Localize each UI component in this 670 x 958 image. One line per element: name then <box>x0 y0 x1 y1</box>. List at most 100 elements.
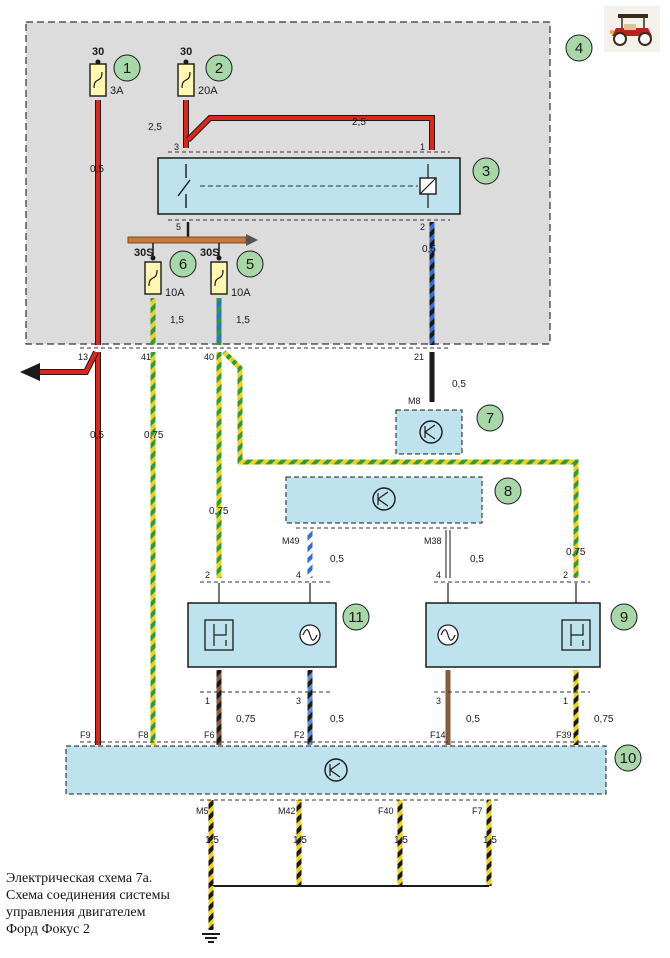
c9-pin-3: 3 <box>436 696 441 706</box>
module-8: M49 M38 <box>282 476 483 546</box>
diagram-caption: Электрическая схема 7а. Схема соединения… <box>6 870 216 938</box>
badge-9: 9 <box>610 603 638 631</box>
relay-module: 3 1 5 2 <box>157 142 461 232</box>
arrow-left-icon <box>20 363 40 381</box>
fuse-2-rating: 20A <box>198 85 218 97</box>
wire-40-to-9 <box>222 350 579 578</box>
badge-2: 2 <box>205 54 233 82</box>
badge-2-label: 2 <box>215 60 223 77</box>
fuse-5-supply: 30S <box>200 247 220 259</box>
ecu-pin-f40: F40 <box>378 806 394 816</box>
wire-size: 1,5 <box>205 835 219 846</box>
badge-6-label: 6 <box>179 256 187 273</box>
badge-11: 11 <box>342 603 370 631</box>
wire-size: 0,5 <box>90 164 104 175</box>
transistor-icon <box>324 758 348 782</box>
wire-size: 0,75 <box>236 714 256 725</box>
wire-size: 0,75 <box>144 430 164 441</box>
module-7: M8 <box>395 396 463 455</box>
ecu-pin-f6: F6 <box>204 730 215 740</box>
fuse-5-rating: 10A <box>231 287 251 299</box>
c11-pin-4: 4 <box>296 570 301 580</box>
wire-size: 1,5 <box>293 835 307 846</box>
fuse-1-supply: 30 <box>92 46 104 58</box>
wire-size: 1,5 <box>236 315 250 326</box>
badge-3: 3 <box>472 157 500 185</box>
badge-7-label: 7 <box>486 410 494 427</box>
wire-size: 0,5 <box>330 554 344 565</box>
vintage-car-logo <box>604 6 660 52</box>
fuse-2-supply: 30 <box>180 46 192 58</box>
badge-4: 4 <box>565 34 593 62</box>
pin-13: 13 <box>78 352 88 362</box>
c9-pin-2: 2 <box>563 570 568 580</box>
wire-size: 0,5 <box>330 714 344 725</box>
module-9: 4 2 3 1 <box>425 570 601 706</box>
badge-10-label: 10 <box>620 750 637 767</box>
fuse-6: 30S 10A <box>134 247 185 299</box>
pin-41: 41 <box>141 352 151 362</box>
wire-size: 1,5 <box>394 835 408 846</box>
c11-pin-1: 1 <box>205 696 210 706</box>
fuse-6-supply: 30S <box>134 247 154 259</box>
module-11: 2 4 1 3 <box>187 570 337 706</box>
pin-40: 40 <box>204 352 214 362</box>
wire-ground <box>208 800 492 930</box>
caption-line: Электрическая схема 7а. <box>6 871 153 886</box>
wire-size: 0,5 <box>90 430 104 441</box>
fuse-5: 30S 10A <box>200 247 251 299</box>
fuse-2: 30 20A <box>177 46 218 97</box>
wire-size: 1,5 <box>483 835 497 846</box>
wire-fuse2-relay1 <box>185 115 435 150</box>
ecu-pin-f14: F14 <box>430 730 446 740</box>
fuse-1-rating: 3A <box>110 85 124 97</box>
pin-21: 21 <box>414 352 424 362</box>
transistor-icon <box>419 420 443 444</box>
caption-line: управления двигателем <box>6 905 146 920</box>
badge-8-label: 8 <box>504 483 512 500</box>
ecu-pin-m42: M42 <box>278 806 296 816</box>
badge-5: 5 <box>236 250 264 278</box>
badge-9-label: 9 <box>620 609 628 626</box>
transistor-icon <box>372 487 396 511</box>
fuse-6-rating: 10A <box>165 287 185 299</box>
badge-11-label: 11 <box>348 609 364 626</box>
ecu-pin-f8: F8 <box>138 730 149 740</box>
connector-labels-block: 13 41 40 21 <box>78 352 424 362</box>
badge-1-label: 1 <box>123 60 131 77</box>
ecu-pin-m5: M5 <box>196 806 209 816</box>
ecu-pin-f2: F2 <box>294 730 305 740</box>
wire-size: 2,5 <box>352 117 366 128</box>
badge-10: 10 <box>614 744 642 772</box>
ecu-module: F9 F8 F6 F2 F14 F39 M5 M42 F40 F7 <box>65 730 607 816</box>
wire-size: 0,75 <box>594 714 614 725</box>
ecu-pin-f39: F39 <box>556 730 572 740</box>
badge-7: 7 <box>476 404 504 432</box>
relay-pin-5: 5 <box>176 222 181 232</box>
relay-pin-1: 1 <box>420 142 425 152</box>
caption-line: Форд Фокус 2 <box>6 922 90 937</box>
sensor-element-icon <box>561 619 591 651</box>
wire-size: 0,5 <box>452 379 466 390</box>
wire-size: 0,75 <box>566 547 586 558</box>
ecu-pin-f9: F9 <box>80 730 91 740</box>
wire-size: 0,5 <box>470 554 484 565</box>
bus-bar-30s <box>127 234 258 246</box>
pin-m49: M49 <box>282 536 300 546</box>
c11-pin-2: 2 <box>205 570 210 580</box>
wire-size: 0,5 <box>466 714 480 725</box>
badge-3-label: 3 <box>482 163 490 180</box>
fuse-1: 30 3A <box>89 46 124 97</box>
badge-6: 6 <box>169 250 197 278</box>
relay-pin-2: 2 <box>420 222 425 232</box>
wire-size: 0,5 <box>422 244 436 255</box>
wire-size: 2,5 <box>148 122 162 133</box>
pin-m38: M38 <box>424 536 442 546</box>
badge-1: 1 <box>113 54 141 82</box>
ground-icon <box>202 933 220 943</box>
wire-size: 1,5 <box>170 315 184 326</box>
c9-pin-1: 1 <box>563 696 568 706</box>
c11-pin-3: 3 <box>296 696 301 706</box>
relay-pin-3: 3 <box>174 142 179 152</box>
